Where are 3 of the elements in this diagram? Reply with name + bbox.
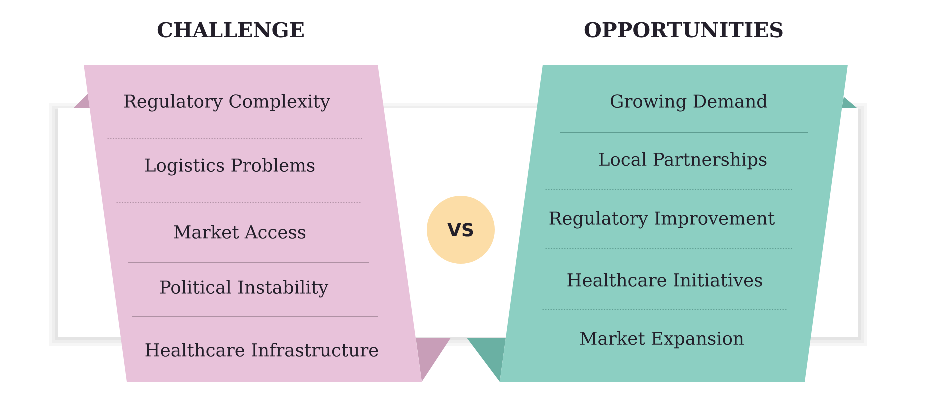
circle-badge: VS — [427, 196, 495, 264]
heading: OPPORTUNITIES — [584, 22, 783, 38]
heading: CHALLENGE — [158, 22, 304, 38]
